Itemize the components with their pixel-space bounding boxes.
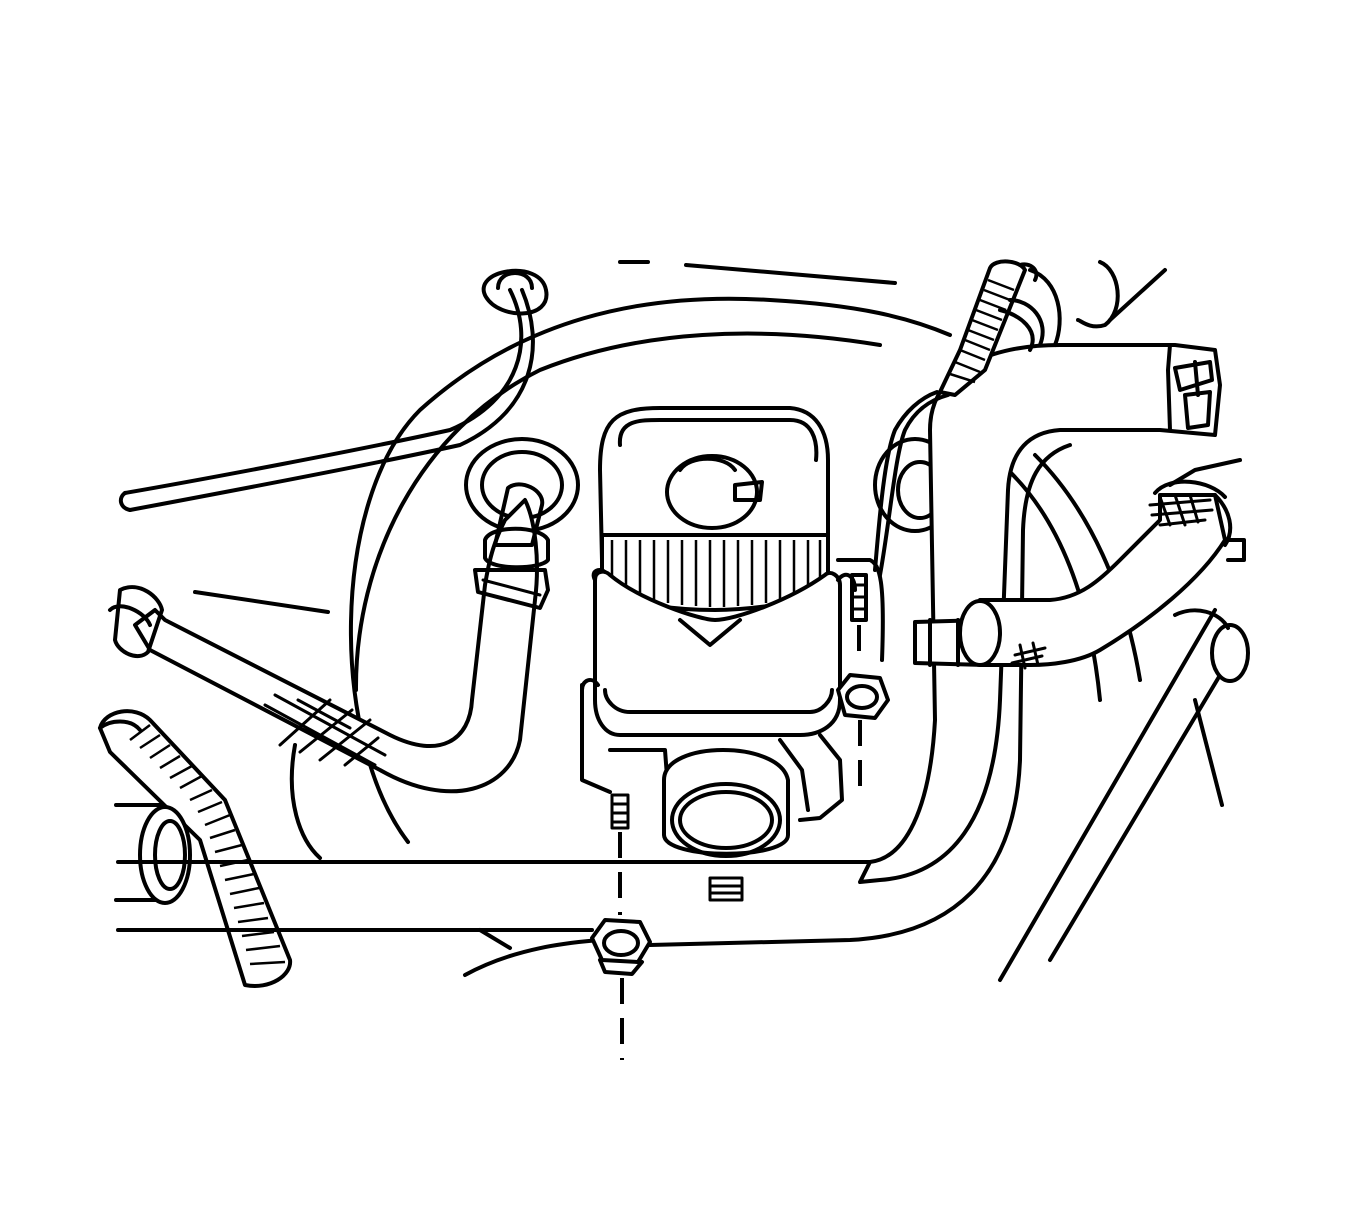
frame-label-plate [708, 876, 744, 902]
fuel-lines-right [998, 268, 1250, 982]
vacuum-line-top [118, 268, 549, 512]
wiring-conduit-left [98, 709, 293, 988]
master-cylinder [580, 406, 885, 822]
vacuum-hose-left [108, 482, 550, 794]
heater-hose-right [858, 343, 1222, 884]
mounting-nut-right [836, 573, 890, 800]
cylinder-outlet [662, 748, 790, 858]
wiring-harness-right [873, 259, 1120, 577]
pipe-end-cap [114, 803, 192, 905]
hose-right-lower [913, 458, 1246, 670]
mounting-nut-bottom [590, 793, 652, 1060]
